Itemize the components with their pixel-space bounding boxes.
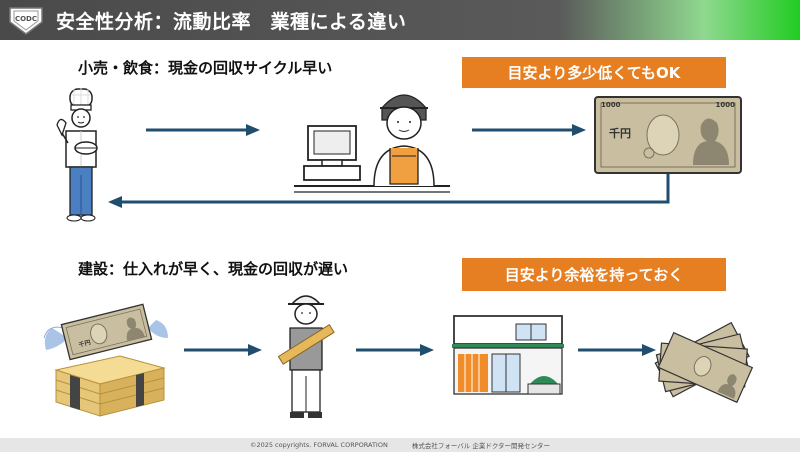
retail-banner: 目安より多少低くてもOK [462, 57, 726, 88]
organization-text: 株式会社フォーバル 企業ドクター開発センター [411, 442, 551, 450]
bill-number: 1000 [601, 101, 621, 109]
construction-section-label: 建設：仕入れが早く、現金の回収が遅い [78, 260, 349, 278]
cashier-icon [294, 94, 450, 193]
bill-label: 千円 [609, 127, 631, 140]
retail-section-label: 小売・飲食：現金の回収サイクル早い [78, 59, 333, 77]
chef-icon [56, 88, 98, 222]
building-icon [452, 315, 564, 395]
svg-text:CODC: CODC [15, 15, 37, 23]
svg-text:千円: 千円 [78, 338, 92, 349]
copyright-text: ©2025 copyrights. FORVAL CORPORATION [249, 441, 388, 449]
title-bar: CODC 安全性分析：流動比率 業種による違い [0, 0, 800, 40]
bill-number: 1000 [715, 101, 735, 109]
construction-worker-icon [277, 295, 335, 418]
arrow-right-icon [578, 344, 656, 356]
banknote-icon: 1000 1000 千円 [593, 95, 743, 175]
codc-logo-icon: CODC [9, 7, 43, 35]
arrow-right-icon [472, 124, 586, 136]
arrow-right-icon [146, 124, 260, 136]
arrow-right-icon [184, 344, 262, 356]
arrow-right-icon [356, 344, 434, 356]
construction-banner: 目安より余裕を持っておく [462, 258, 726, 291]
footer: ©2025 copyrights. FORVAL CORPORATION 株式会… [0, 438, 800, 452]
banknote-stack-icon [654, 321, 754, 404]
lumber-money-icon: 千円 [43, 303, 168, 417]
page-title: 安全性分析：流動比率 業種による違い [56, 11, 407, 33]
return-arrow-icon [108, 174, 670, 208]
